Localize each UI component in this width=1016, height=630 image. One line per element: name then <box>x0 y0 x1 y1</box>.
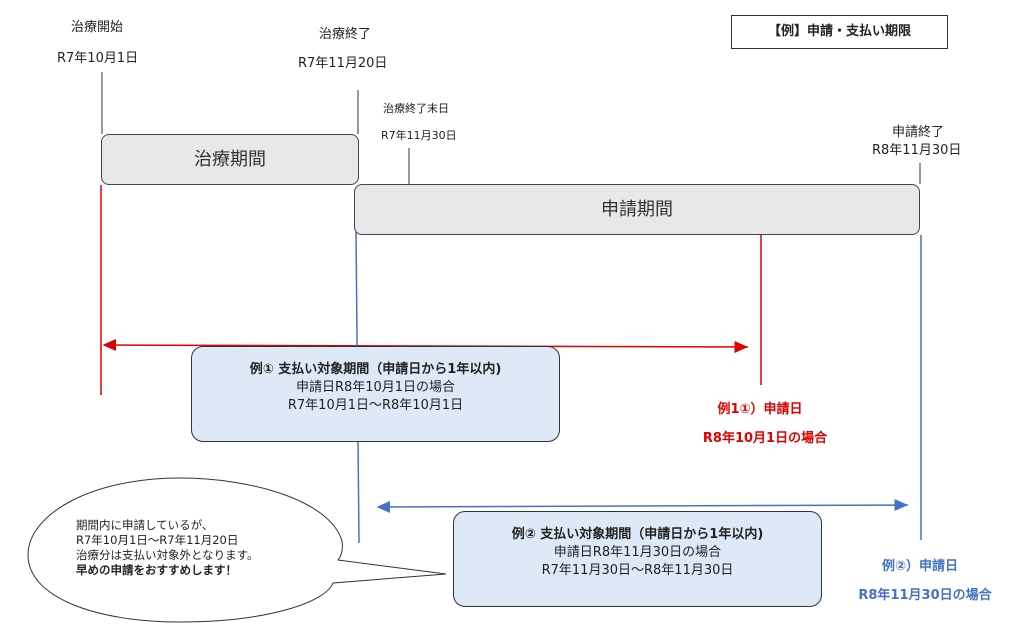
treatment-start-label: 治療開始 <box>71 20 124 35</box>
bubble-line4: 早めの申請をおすすめします！ <box>76 563 237 577</box>
example2-line2: R7年11月30日～R8年11月30日 <box>541 563 734 578</box>
treatment-start-date: R7年10月1日 <box>57 51 139 66</box>
example1-line2: R7年10月1日～R8年10月1日 <box>287 398 464 413</box>
speech-bubble <box>27 477 447 623</box>
bubble-line3: 治療分は支払い対象外となります。 <box>76 548 259 562</box>
bubble-text: 期間内に申請しているが、 R7年10月1日～R7年11月20日 治療分は支払い対… <box>76 518 259 578</box>
example2-box: 例② 支払い対象期間（申請日から1年以内) 申請日R8年11月30日の場合 R7… <box>453 511 822 607</box>
blue-period-arrow <box>376 499 909 513</box>
example1-box: 例① 支払い対象期間（申請日から1年以内) 申請日R8年10月1日の場合 R7年… <box>191 346 560 442</box>
example2-heading: 例② 支払い対象期間（申請日から1年以内) <box>511 527 764 542</box>
application-end-date: R8年11月30日 <box>872 143 962 158</box>
bubble-line2: R7年10月1日～R7年11月20日 <box>76 533 239 547</box>
example2-line1: 申請日R8年11月30日の場合 <box>553 545 722 560</box>
application-period-bar: 申請期間 <box>354 184 920 235</box>
example2-marker-title: 例②）申請日 <box>881 559 958 574</box>
example1-heading: 例① 支払い対象期間（申請日から1年以内) <box>249 362 502 377</box>
example1-marker-title: 例1①）申請日 <box>717 402 803 417</box>
diagram-title: 【例】申請・支払い期限 <box>731 15 948 49</box>
bubble-line1: 期間内に申請しているが、 <box>76 518 214 532</box>
treatment-end-label: 治療終了 <box>319 27 372 42</box>
month-end-date: R7年11月30日 <box>381 129 457 142</box>
example2-marker-date: R8年11月30日の場合 <box>858 588 992 603</box>
treatment-end-date: R7年11月20日 <box>298 56 388 71</box>
treatment-period-bar: 治療期間 <box>101 134 359 185</box>
month-end-label: 治療終了末日 <box>383 102 449 115</box>
example1-line1: 申請日R8年10月1日の場合 <box>295 380 456 395</box>
example1-marker-date: R8年10月1日の場合 <box>702 431 828 446</box>
application-end-label: 申請終了 <box>892 125 945 140</box>
